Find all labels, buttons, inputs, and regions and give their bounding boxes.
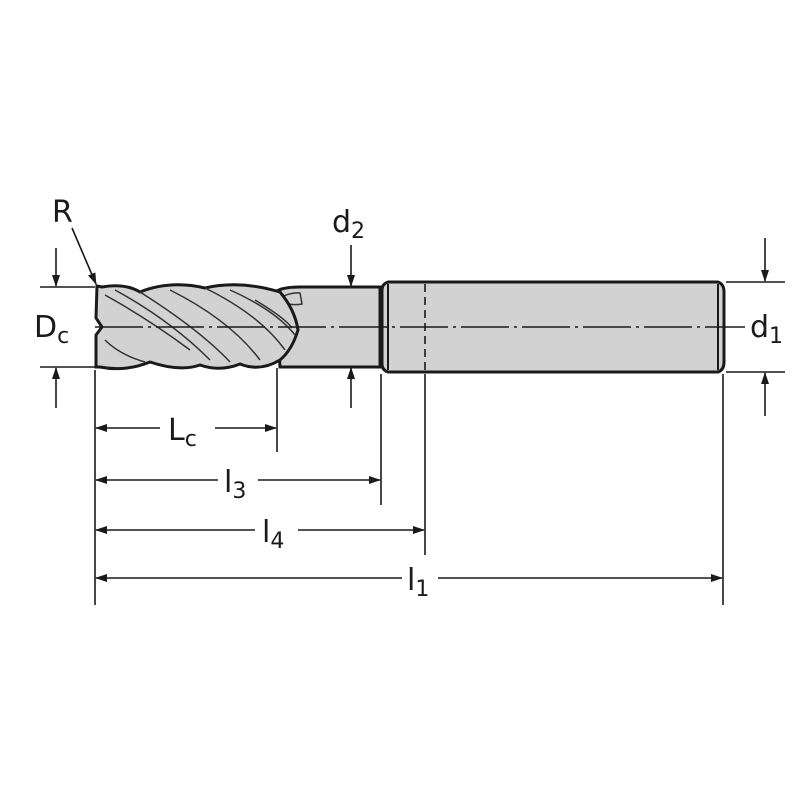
label-dc: Dc <box>34 310 69 349</box>
label-l4: l4 <box>262 515 284 554</box>
label-d2: d2 <box>332 205 365 244</box>
label-lc: Lc <box>168 413 197 452</box>
extension-lines <box>40 281 785 605</box>
label-l3: l3 <box>224 465 246 504</box>
dimension-arrows <box>52 227 769 582</box>
label-r: R <box>52 195 73 230</box>
label-d1: d1 <box>750 310 783 349</box>
label-l1: l1 <box>407 563 429 602</box>
